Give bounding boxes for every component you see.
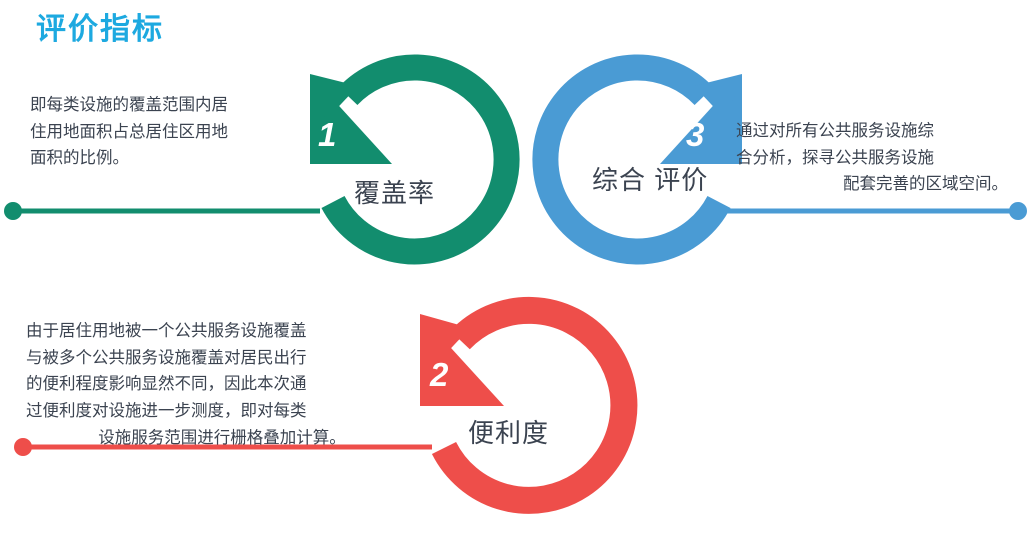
- red-endpoint-dot: [14, 438, 32, 456]
- step-label-coverage: 覆盖率: [354, 178, 436, 208]
- evaluation-arrowhead-joint: [694, 74, 742, 120]
- step-label-convenience: 便利度: [468, 418, 550, 448]
- evaluation-ring-arc: [532, 54, 731, 265]
- step-ring-coverage: [296, 54, 528, 290]
- step-label-evaluation-line-2: 评价: [654, 165, 709, 195]
- page-title: 评价指标: [36, 13, 164, 46]
- convenience-ring-arc: [431, 296, 638, 514]
- step-label-evaluation: 综合 评价: [592, 165, 708, 197]
- description-convenience: 由于居住用地被一个公共服务设施覆盖 与被多个公共服务设施覆盖对居民出行 的便利程…: [26, 318, 418, 452]
- description-convenience-line-4: 过便利度对设施进一步测度，即对每类: [26, 402, 307, 421]
- evaluation-ring-graphic: [532, 54, 742, 265]
- step-number-1: 1: [318, 116, 337, 153]
- convenience-ring-graphic: [420, 296, 638, 514]
- coverage-arrowhead-joint: [310, 74, 358, 120]
- description-coverage: 即每类设施的覆盖范围内居 住用地面积占总居住区用地 面积的比例。: [30, 92, 296, 172]
- description-convenience-line-2: 与被多个公共服务设施覆盖对居民出行: [26, 348, 307, 367]
- coverage-ring-arc: [321, 54, 520, 265]
- step-ring-evaluation: [524, 54, 756, 290]
- convenience-arrowhead-joint: [420, 314, 470, 362]
- description-coverage-line-2: 住用地面积占总居住区用地: [30, 122, 228, 141]
- description-convenience-line-3: 的便利程度影响显然不同，因此本次通: [26, 375, 307, 394]
- description-convenience-line-5: 设施服务范围进行栅格叠加计算。: [98, 428, 346, 447]
- description-convenience-line-1: 由于居住用地被一个公共服务设施覆盖: [26, 322, 307, 340]
- description-evaluation-line-2: 合分析，探寻公共服务设施: [736, 148, 934, 167]
- green-endpoint-dot: [4, 202, 22, 220]
- description-coverage-line-3: 面积的比例。: [30, 149, 129, 168]
- step-label-evaluation-line-1: 综合: [592, 165, 647, 195]
- coverage-ring-graphic: [310, 54, 520, 265]
- step-number-2: 2: [430, 356, 449, 393]
- step-ring-convenience: [406, 296, 638, 538]
- description-evaluation-line-3: 配套完善的区域空间。: [843, 175, 1008, 194]
- step-number-3: 3: [686, 116, 705, 153]
- description-evaluation-line-1: 通过对所有公共服务设施综: [736, 122, 934, 140]
- blue-endpoint-dot: [1009, 202, 1027, 220]
- description-evaluation: 通过对所有公共服务设施综 合分析，探寻公共服务设施 配套完善的区域空间。: [736, 118, 1008, 198]
- description-coverage-line-1: 即每类设施的覆盖范围内居: [30, 96, 228, 114]
